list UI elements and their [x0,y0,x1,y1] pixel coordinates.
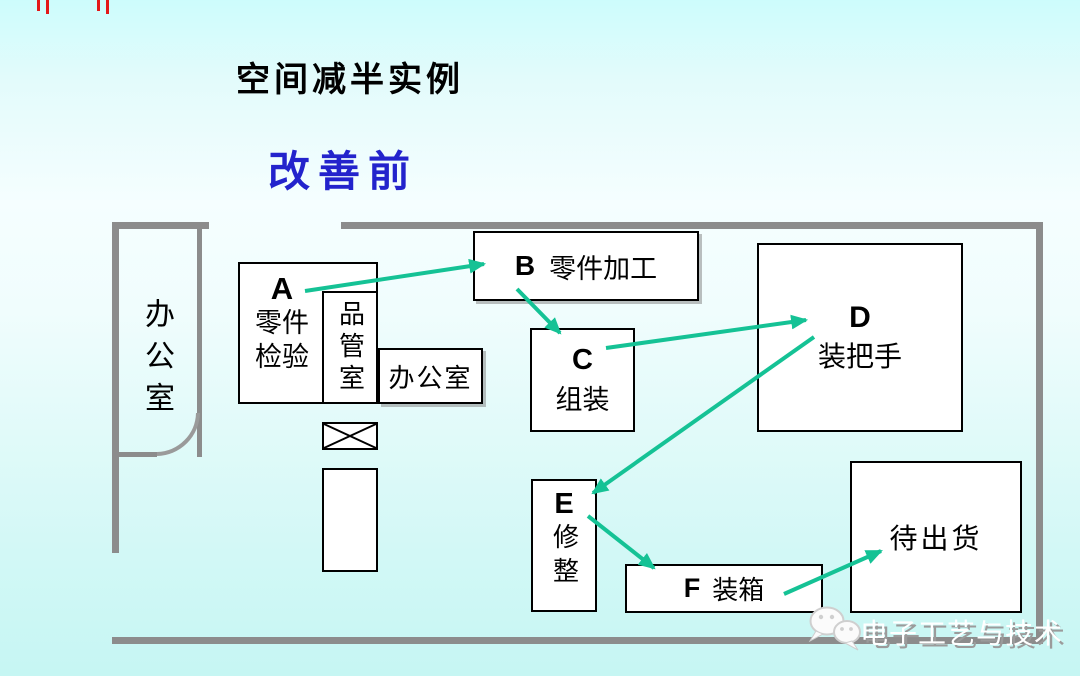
page-title: 空间减半实例 [236,61,464,99]
station-a-name-line2: 检验 [255,342,309,372]
station-e-name: 修整 [549,523,579,591]
station-f-packing: F 装箱 [625,564,823,613]
station-b-parts-processing: B 零件加工 [473,231,699,301]
red-text-fragment-left [37,0,49,14]
station-d-handle-mounting: D 装把手 [757,243,963,432]
station-a-letter: A [270,271,294,306]
area-awaiting-shipment: 待出货 [850,461,1022,613]
station-b-letter: B [514,250,536,281]
crossed-out-area [322,422,378,450]
red-text-fragment-right [97,0,109,14]
subtitle-before-improvement: 改善前 [268,150,419,196]
station-c-text: C 组装 [556,340,610,420]
station-b-name: 零件加工 [549,253,658,284]
station-e-letter: E [554,488,574,520]
room-quality-label: 品管室 [335,299,365,396]
station-a-text: A 零件 检验 [240,264,324,374]
room-label-office-left: 办公室 [140,298,173,424]
room-office-small: 办公室 [378,348,483,404]
station-c-name: 组装 [555,385,610,415]
station-c-assembly: C 组装 [530,328,635,432]
watermark-text: 电子工艺与技术 [860,618,1064,649]
station-d-name: 装把手 [817,341,902,373]
station-f-name: 装箱 [712,576,765,605]
area-awaiting-shipment-label: 待出货 [889,524,983,555]
station-f-letter: F [683,573,701,603]
station-d-text: D 装把手 [818,298,902,378]
station-a-name-line1: 零件 [255,308,309,338]
flow-arrow-e-to-f [586,514,656,570]
station-d-letter: D [849,300,871,334]
room-office-small-label: 办公室 [388,363,473,393]
station-c-letter: C [572,344,593,376]
station-e-trimming: E 修整 [531,479,597,612]
empty-area [322,468,378,572]
room-quality-control: 品管室 [322,291,378,404]
wechat-chat-bubbles-icon [808,606,861,651]
